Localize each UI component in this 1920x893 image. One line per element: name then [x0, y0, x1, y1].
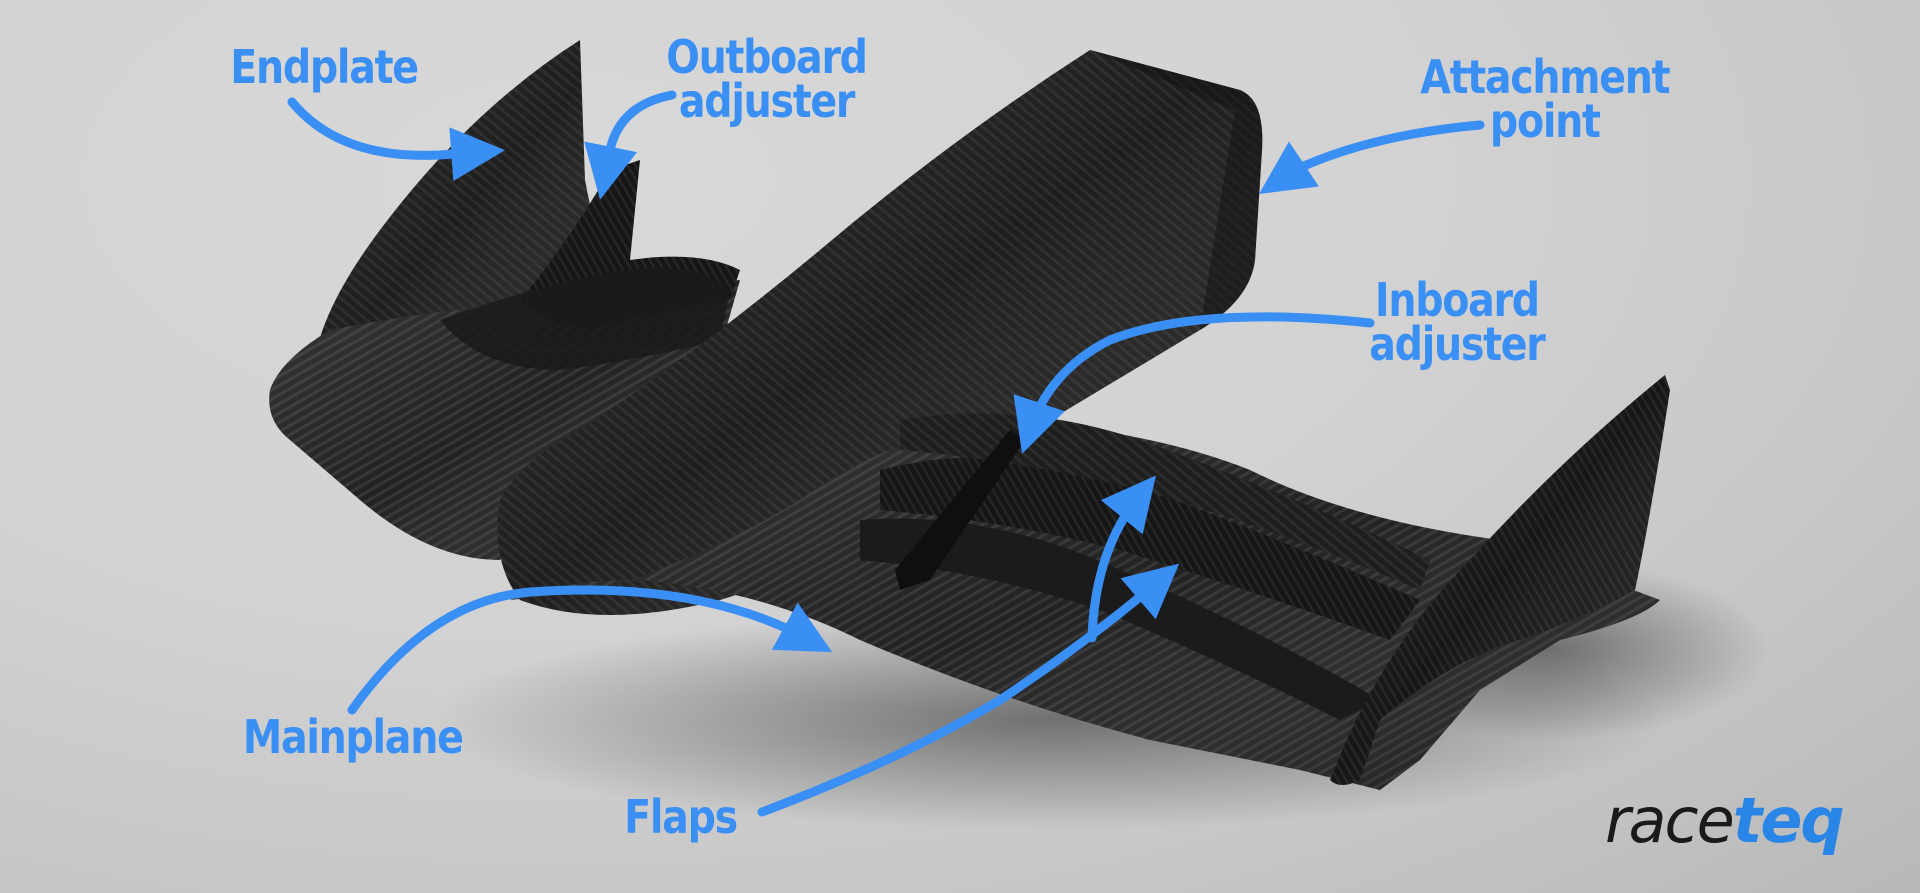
label-mainplane: Mainplane: [242, 710, 464, 764]
label-inboard-adjuster: Inboard adjuster: [1369, 273, 1546, 371]
flaps-arrow-upper: [1087, 475, 1156, 643]
label-outboard-adjuster: Outboard adjuster: [666, 30, 868, 128]
label-flaps: Flaps: [624, 790, 738, 844]
endplate-arrow: [287, 97, 506, 182]
mainplane-arrow: [347, 585, 833, 715]
right-endplate: [1330, 375, 1670, 785]
label-endplate: Endplate: [230, 40, 419, 94]
logo-part-teq: teq: [1732, 784, 1845, 857]
label-attachment-point: Attachment point: [1420, 50, 1670, 148]
inboard-adjuster-arrow: [1013, 312, 1375, 454]
outboard-adjuster-arrow: [584, 90, 677, 200]
outboard-adjuster-part: [440, 160, 740, 370]
attachment-pylon: [497, 50, 1263, 615]
attachment-point-arrow: [1259, 120, 1485, 194]
logo-part-race: race: [1605, 784, 1735, 857]
flaps-part: [860, 413, 1430, 720]
flaps-arrow-lower: [757, 563, 1180, 817]
raceteq-logo: raceteq: [1605, 790, 1845, 852]
inboard-adjuster-part: [895, 430, 1025, 590]
